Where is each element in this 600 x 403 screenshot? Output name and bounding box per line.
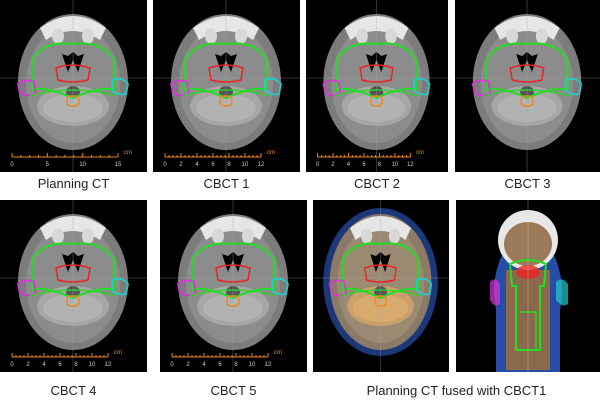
scale-tick-label: 10 (249, 362, 256, 368)
cbct2-caption: CBCT 2 (354, 176, 400, 191)
scale-tick-label: 4 (42, 362, 46, 368)
scale-tick-label: 2 (179, 162, 183, 168)
spinal-cord-contour (226, 295, 240, 307)
scale-tick-label: 8 (234, 362, 238, 368)
scale-tick-label: 0 (170, 362, 174, 368)
right-parotid-contour (111, 77, 129, 96)
scan-graphic (313, 200, 449, 372)
coronal-body-contour (508, 259, 548, 351)
scale-unit-label: cm (267, 150, 275, 156)
target-contour (364, 264, 398, 283)
coronal-left-contour (490, 279, 500, 306)
spinal-cord-contour (66, 295, 80, 307)
scale-tick-label: 12 (258, 162, 265, 168)
scale-tick-label: 6 (58, 362, 62, 368)
scale-tick-label: 2 (26, 362, 30, 368)
scale-tick-label: 0 (10, 362, 14, 368)
target-contour (55, 264, 91, 283)
fused-coronal-image (456, 200, 600, 372)
right-parotid-contour (111, 277, 129, 296)
scale-tick-label: 8 (74, 362, 78, 368)
spinal-cord-contour (374, 295, 387, 307)
scale-tick-label: 2 (186, 362, 190, 368)
scale-tick-label: 2 (331, 162, 334, 168)
right-parotid-contour (415, 277, 433, 296)
scale-tick-label: 12 (265, 362, 272, 368)
scale-tick-label: 6 (218, 362, 222, 368)
cbct1-caption: CBCT 1 (203, 176, 250, 191)
scale-unit-label: cm (416, 150, 424, 156)
scan-graphic (456, 200, 600, 372)
target-contour (215, 264, 251, 283)
cbct4-caption: CBCT 4 (50, 383, 97, 398)
spinal-cord-contour (520, 95, 534, 107)
scale-unit-label: cm (274, 350, 282, 356)
cbct3-caption: CBCT 3 (504, 176, 551, 191)
scale-tick-label: 12 (105, 362, 112, 368)
scale-tick-label: 10 (242, 162, 249, 168)
scale-tick-label: 8 (378, 162, 382, 168)
scale-tick-label: 10 (79, 162, 86, 168)
scan-graphic (455, 0, 600, 172)
scale-tick-label: 10 (89, 362, 96, 368)
scale-tick-label: 0 (163, 162, 167, 168)
right-parotid-contour (413, 77, 431, 96)
spinal-cord-contour (66, 95, 80, 107)
scale-tick-label: 5 (46, 162, 50, 168)
target-contour (208, 64, 244, 83)
coronal-right-contour (556, 279, 568, 306)
cbct3-image (455, 0, 600, 172)
scale-tick-label: 4 (347, 162, 351, 168)
scale-unit-label: cm (124, 150, 132, 156)
scale-tick-label: 8 (227, 162, 231, 168)
right-parotid-contour (264, 77, 282, 96)
right-parotid-contour (564, 77, 583, 96)
target-contour (55, 64, 91, 83)
scale-tick-label: 15 (115, 162, 122, 168)
fused-caption: Planning CT fused with CBCT1 (366, 383, 547, 398)
scale-unit-label: cm (114, 350, 122, 356)
scale-tick-label: 12 (407, 162, 413, 168)
scale-tick-label: 6 (362, 162, 366, 168)
planning-ct-caption: Planning CT (37, 176, 110, 191)
fused-axial-image (313, 200, 449, 372)
spinal-cord-contour (369, 95, 384, 107)
scale-tick-label: 4 (202, 362, 206, 368)
scale-tick-label: 4 (195, 162, 199, 168)
scale-tick-label: 6 (211, 162, 215, 168)
cbct5-caption: CBCT 5 (210, 383, 257, 398)
scale-tick-label: 10 (392, 162, 399, 168)
scale-tick-label: 0 (10, 162, 14, 168)
target-contour (509, 64, 545, 83)
scale-tick-label: 0 (316, 162, 320, 168)
right-parotid-contour (271, 277, 289, 296)
spinal-cord-contour (219, 95, 233, 107)
target-contour (359, 64, 394, 83)
